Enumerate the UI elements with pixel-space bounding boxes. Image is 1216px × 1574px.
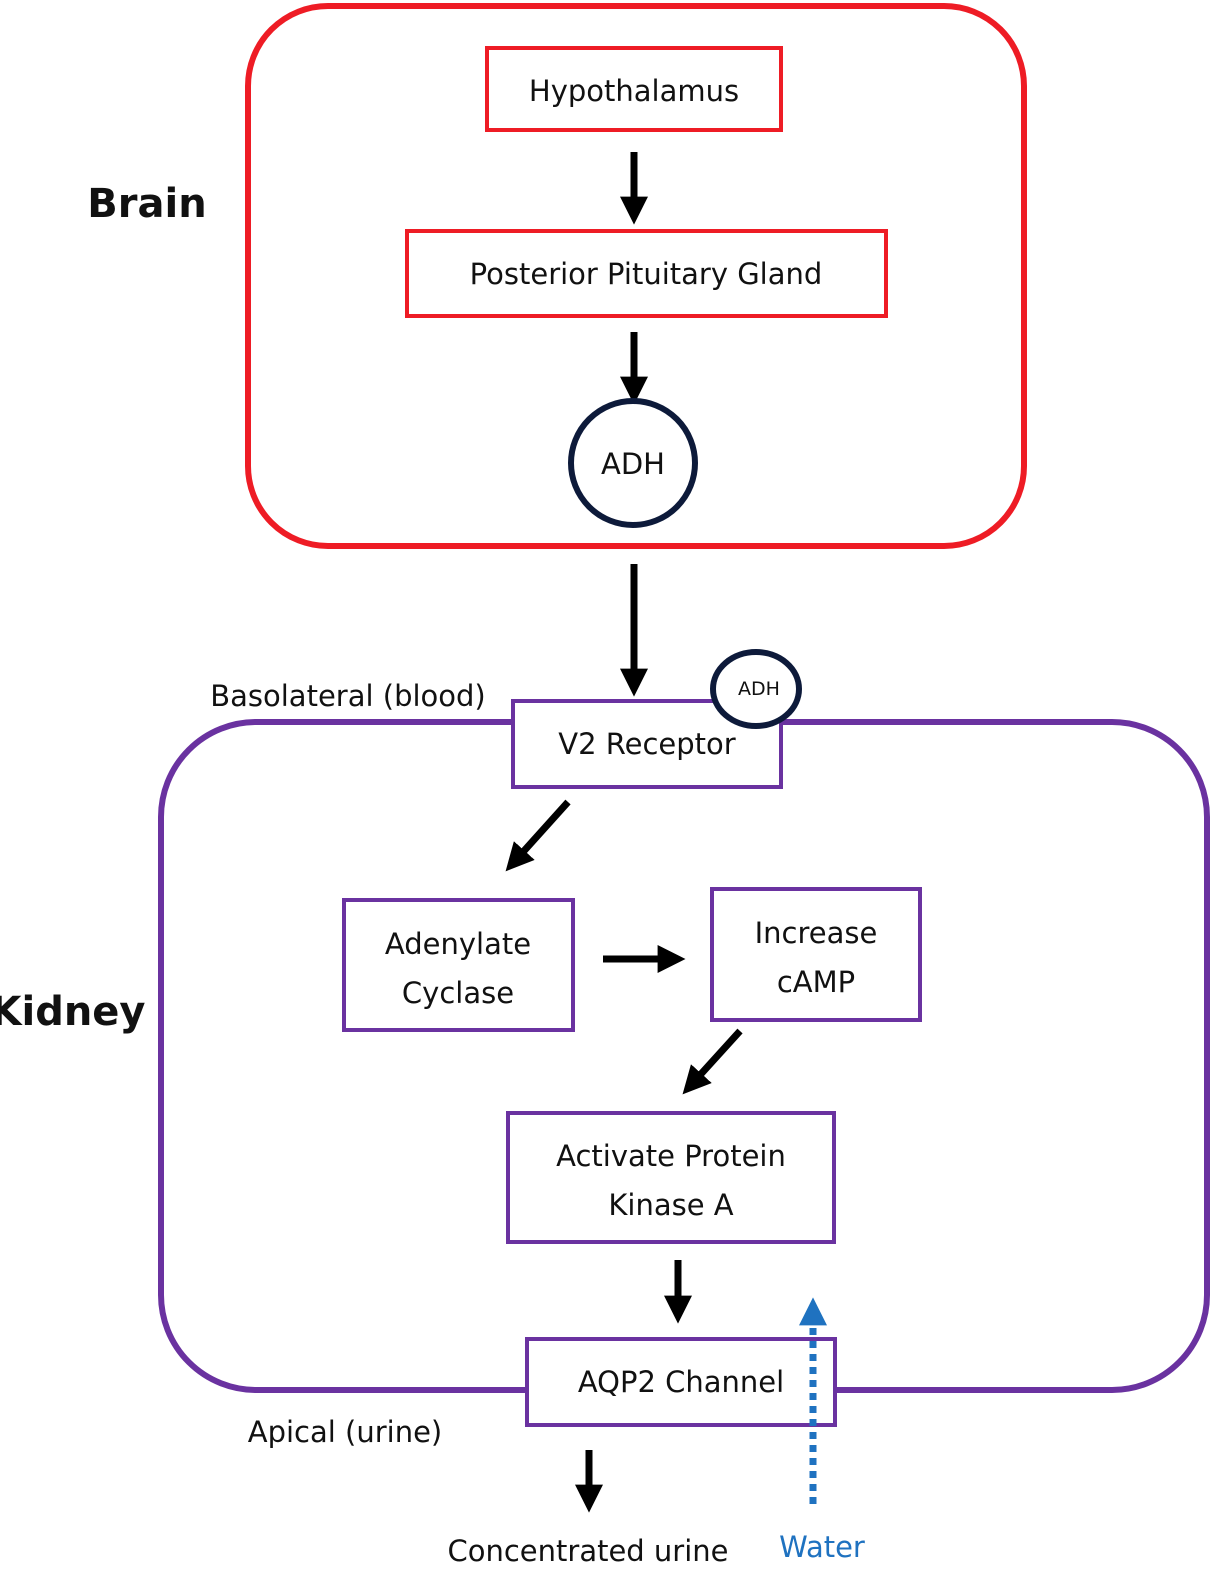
increase-camp-box xyxy=(710,887,922,1022)
increase-camp-label-line1: Increase xyxy=(755,916,878,950)
adh-label: ADH xyxy=(601,447,665,481)
adenylate-cyclase-box xyxy=(342,898,575,1032)
apical-label: Apical (urine) xyxy=(248,1415,443,1449)
protein-kinase-label-line1: Activate Protein xyxy=(556,1139,786,1173)
brain-region xyxy=(245,3,1027,549)
adh-bound-label: ADH xyxy=(738,678,780,700)
kidney-label: Kidney xyxy=(0,989,146,1035)
protein-kinase-label-line2: Kinase A xyxy=(608,1188,733,1222)
concentrated-urine-label: Concentrated urine xyxy=(447,1534,728,1568)
hypothalamus-label: Hypothalamus xyxy=(529,74,739,108)
basolateral-label: Basolateral (blood) xyxy=(210,679,486,713)
water-label: Water xyxy=(779,1530,865,1564)
posterior-pituitary-label: Posterior Pituitary Gland xyxy=(470,257,823,291)
posterior-pituitary-box xyxy=(405,229,888,318)
arrow-camp-to-protein-kinase xyxy=(682,1028,743,1095)
adh-circle xyxy=(568,398,698,528)
adenylate-cyclase-label-line2: Cyclase xyxy=(402,976,514,1010)
v2-receptor-label: V2 Receptor xyxy=(558,727,736,761)
kidney-cell-region xyxy=(158,719,1210,1393)
aqp2-channel-box xyxy=(525,1337,837,1427)
protein-kinase-box xyxy=(506,1111,836,1244)
increase-camp-label-line2: cAMP xyxy=(777,965,855,999)
aqp2-channel-label: AQP2 Channel xyxy=(578,1365,784,1399)
hypothalamus-box xyxy=(485,46,783,132)
adenylate-cyclase-label-line1: Adenylate xyxy=(385,927,531,961)
adh-bound-circle xyxy=(710,649,802,729)
brain-label: Brain xyxy=(87,181,206,227)
arrow-v2-to-adenylate-cyclase xyxy=(505,799,571,872)
